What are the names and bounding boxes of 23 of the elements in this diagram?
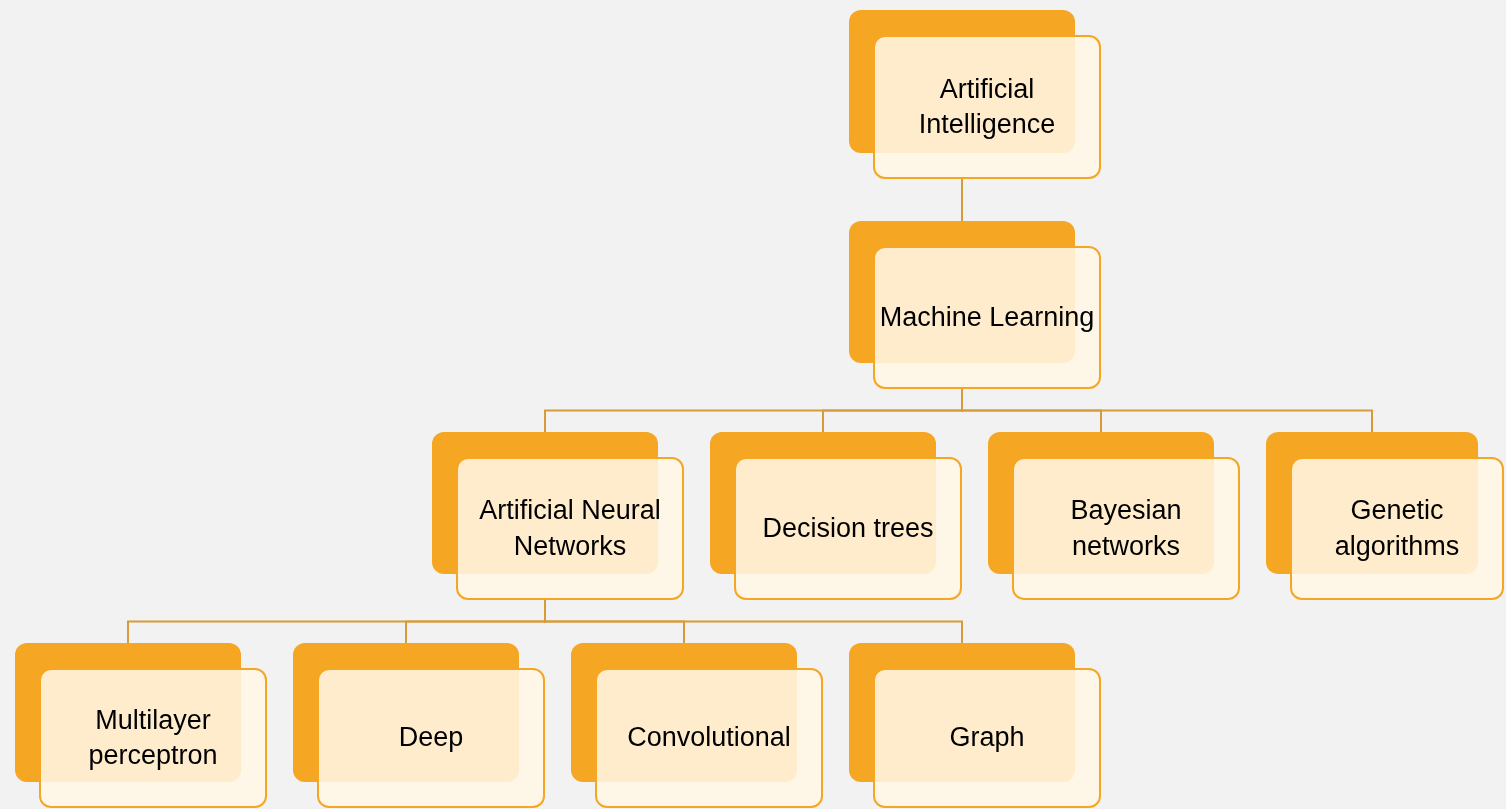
node-label: Genetic algorithms — [1333, 494, 1461, 563]
process-box — [293, 643, 545, 808]
process-box — [15, 643, 267, 808]
process-box — [849, 221, 1101, 389]
connector-line — [961, 388, 1373, 433]
node-label: Bayesian networks — [1069, 494, 1183, 563]
node-label: Artificial Intelligence — [917, 72, 1057, 141]
process-box — [988, 432, 1240, 600]
process-box — [1266, 432, 1504, 600]
process-box — [432, 432, 684, 600]
node-label: Machine Learning — [879, 300, 1095, 334]
node-label: Decision trees — [762, 511, 934, 545]
node-label: Deep — [398, 721, 464, 755]
node-label: Convolutional — [627, 721, 791, 755]
node-label: Graph — [949, 721, 1025, 755]
process-box — [849, 10, 1101, 179]
node-label: Artificial Neural Networks — [478, 494, 662, 563]
connector-line — [961, 178, 963, 222]
connector-line — [544, 599, 963, 644]
process-box — [849, 643, 1101, 808]
process-box — [571, 643, 823, 808]
process-box — [710, 432, 962, 600]
node-label: Multilayer perceptron — [87, 703, 219, 772]
